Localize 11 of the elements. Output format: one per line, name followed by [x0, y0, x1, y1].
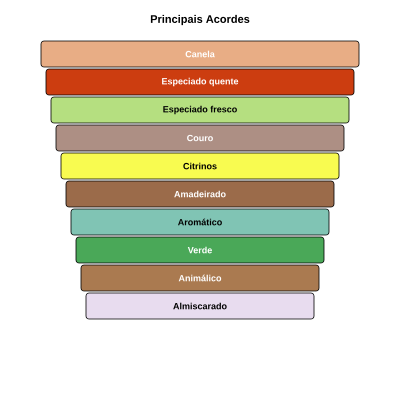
funnel-bar: Couro — [56, 124, 344, 152]
funnel-bar: Citrinos — [60, 152, 340, 180]
funnel-bar: Verde — [76, 236, 324, 264]
funnel-bar: Animálico — [80, 264, 320, 292]
funnel-bar: Amadeirado — [66, 180, 334, 208]
funnel-bar: Almiscarado — [86, 292, 314, 320]
chart-title: Principais Acordes — [150, 14, 250, 26]
funnel-bar: Aromático — [70, 208, 330, 236]
funnel-bar: Especiado quente — [46, 68, 354, 96]
funnel-bar: Especiado fresco — [50, 96, 350, 124]
funnel-bar: Canela — [40, 40, 360, 68]
